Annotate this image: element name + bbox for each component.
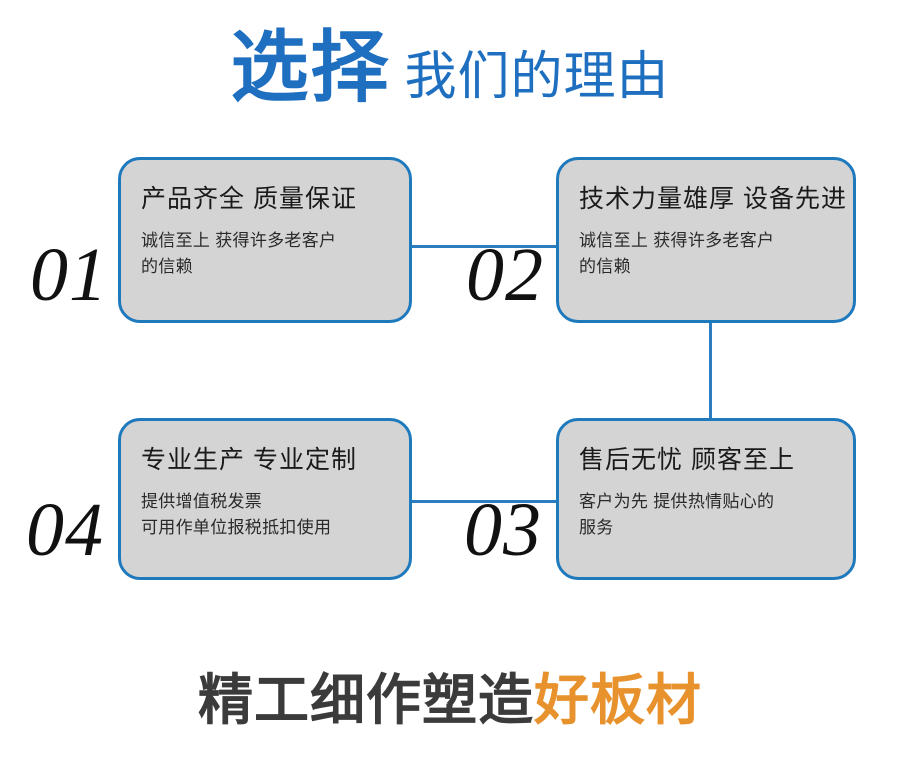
step-number-03: 03 xyxy=(464,488,542,572)
feature-card-03-content: 售后无忧 顾客至上 客户为先 提供热情贴心的 服务 xyxy=(579,446,839,542)
feature-card-01-title: 产品齐全 质量保证 xyxy=(141,185,357,213)
step-number-02: 02 xyxy=(466,233,544,317)
feature-card-04-title: 专业生产 专业定制 xyxy=(141,446,357,474)
feature-card-01-description: 诚信至上 获得许多老客户 的信赖 xyxy=(141,228,395,281)
footer-slogan-accent: 好板材 xyxy=(534,669,703,731)
feature-card-02-title: 技术力量雄厚 设备先进 xyxy=(579,185,847,213)
feature-card-03-description: 客户为先 提供热情贴心的 服务 xyxy=(579,489,839,542)
feature-card-01[interactable]: 产品齐全 质量保证 诚信至上 获得许多老客户 的信赖 xyxy=(118,157,412,323)
feature-card-03-title: 售后无忧 顾客至上 xyxy=(579,446,795,474)
feature-card-02-description: 诚信至上 获得许多老客户 的信赖 xyxy=(579,228,839,281)
step-number-04: 04 xyxy=(26,488,104,572)
feature-card-02-content: 技术力量雄厚 设备先进 诚信至上 获得许多老客户 的信赖 xyxy=(579,185,847,281)
feature-card-03-description-line-1: 客户为先 提供热情贴心的 xyxy=(579,491,775,511)
page-title-emphasis: 选择 xyxy=(230,23,391,111)
feature-card-04-description: 提供增值税发票 可用作单位报税抵扣使用 xyxy=(141,489,395,542)
feature-card-04-content: 专业生产 专业定制 提供增值税发票 可用作单位报税抵扣使用 xyxy=(141,446,395,542)
page-title: 选择我们的理由 xyxy=(0,28,900,106)
feature-card-01-description-line-1: 诚信至上 获得许多老客户 xyxy=(141,230,337,250)
feature-card-04-description-line-2: 可用作单位报税抵扣使用 xyxy=(141,517,332,537)
step-number-01: 01 xyxy=(30,233,108,317)
feature-card-02[interactable]: 技术力量雄厚 设备先进 诚信至上 获得许多老客户 的信赖 xyxy=(556,157,856,323)
connector-line-01-to-02 xyxy=(412,245,558,248)
feature-card-04[interactable]: 专业生产 专业定制 提供增值税发票 可用作单位报税抵扣使用 xyxy=(118,418,412,580)
connector-line-04-to-03 xyxy=(412,500,558,503)
feature-card-03-description-line-2: 服务 xyxy=(579,517,614,537)
connector-line-02-to-03 xyxy=(709,322,712,422)
feature-card-02-description-line-2: 的信赖 xyxy=(579,256,631,276)
feature-card-02-description-line-1: 诚信至上 获得许多老客户 xyxy=(579,230,775,250)
page-title-subtext: 我们的理由 xyxy=(404,48,670,106)
feature-card-03[interactable]: 售后无忧 顾客至上 客户为先 提供热情贴心的 服务 xyxy=(556,418,856,580)
footer-slogan-main: 精工细作塑造 xyxy=(197,669,534,731)
feature-card-01-content: 产品齐全 质量保证 诚信至上 获得许多老客户 的信赖 xyxy=(141,185,395,281)
footer-slogan: 精工细作塑造好板材 xyxy=(0,673,900,728)
feature-card-01-description-line-2: 的信赖 xyxy=(141,256,193,276)
feature-card-04-description-line-1: 提供增值税发票 xyxy=(141,491,263,511)
